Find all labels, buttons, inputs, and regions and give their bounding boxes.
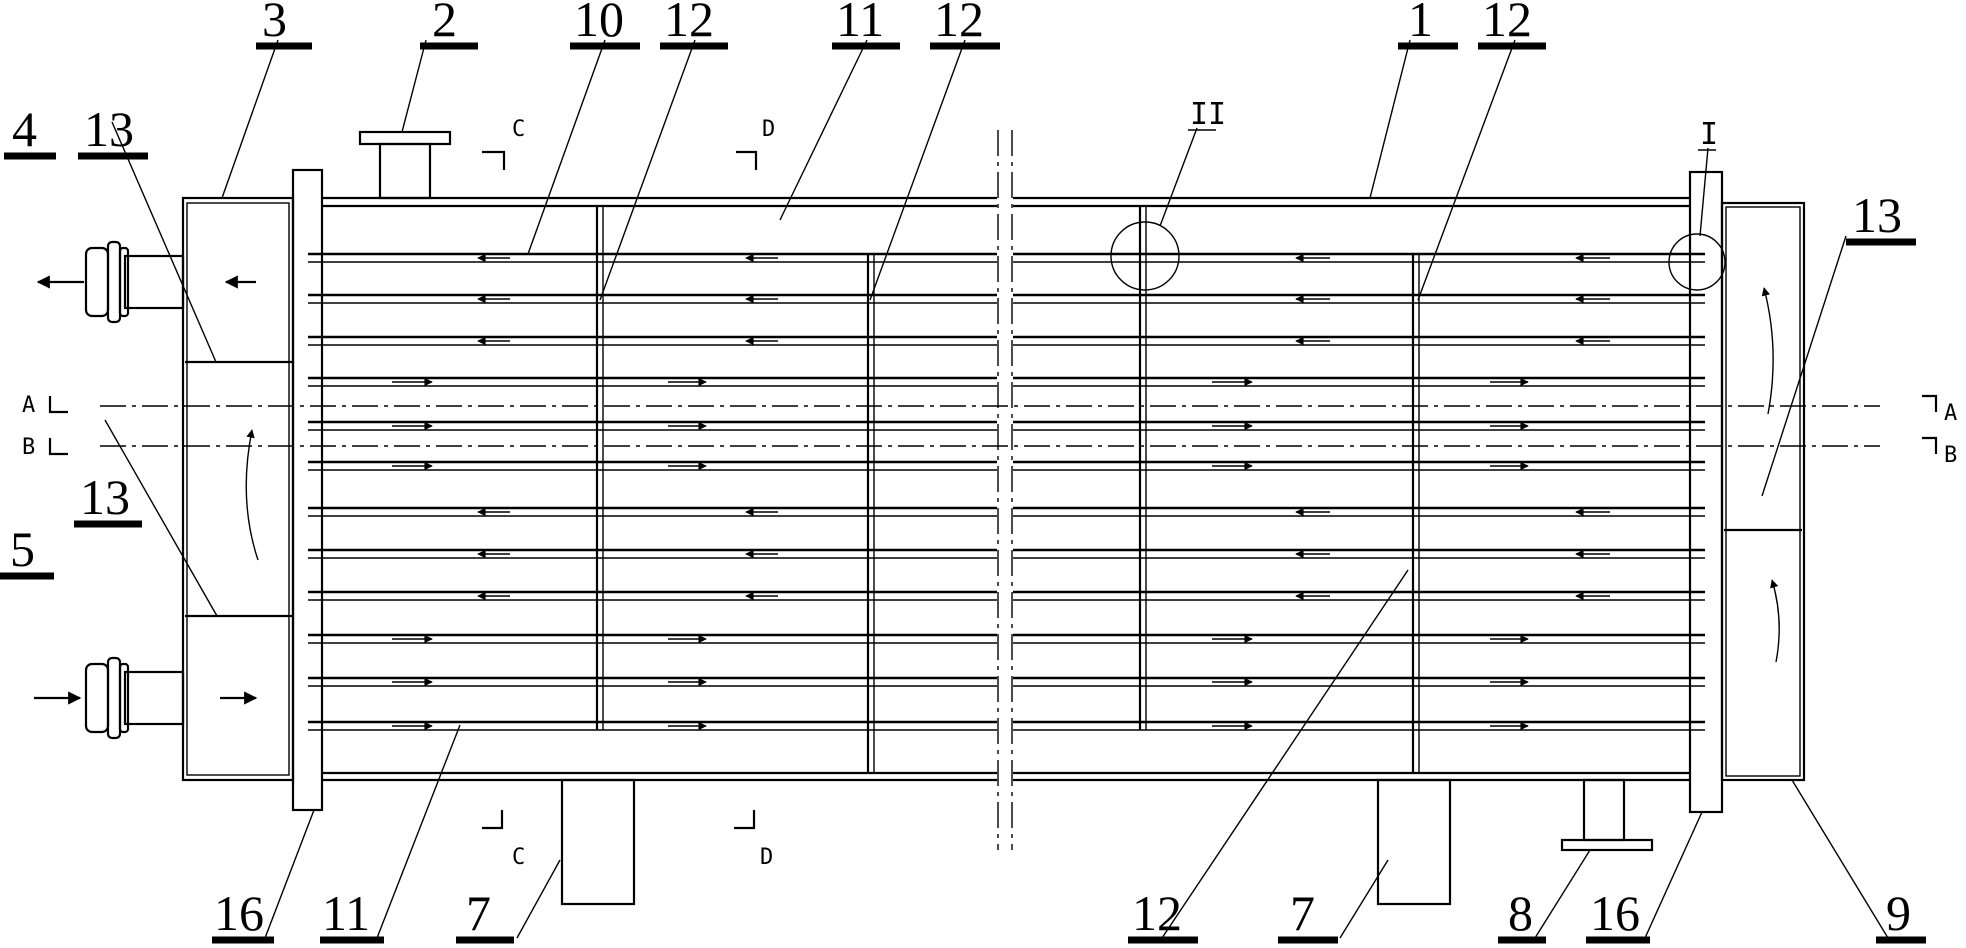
- leader-lines: [104, 39, 1889, 939]
- label-13-a-text: 13: [84, 101, 134, 157]
- label-9-text: 9: [1886, 885, 1911, 941]
- label-16-a: 16: [212, 885, 274, 944]
- label-7-a: 7: [456, 885, 514, 944]
- label-10: 10: [570, 0, 640, 50]
- label-11-b-text: 11: [322, 885, 370, 941]
- label-12-b: 12: [930, 0, 1000, 50]
- section-d-bottom: D: [760, 845, 773, 870]
- label-13-c-text: 13: [80, 469, 130, 525]
- label-7-b-text: 7: [1290, 885, 1315, 941]
- label-5-text: 5: [10, 521, 35, 577]
- label-12-a-text: 12: [664, 0, 714, 47]
- label-12-d-text: 12: [1132, 885, 1182, 941]
- baffles: [595, 206, 1420, 773]
- label-13-a: 13: [78, 101, 148, 160]
- label-16-a-text: 16: [214, 885, 264, 941]
- channel-flow-arrows: [245, 287, 1780, 663]
- label-8: 8: [1498, 885, 1546, 944]
- break-line: [997, 130, 1013, 850]
- nozzle-4: [36, 240, 256, 324]
- label-16-b: 16: [1586, 885, 1650, 944]
- label-8-text: 8: [1508, 885, 1533, 941]
- label-3: 3: [256, 0, 312, 50]
- nozzle-8: [1560, 778, 1654, 852]
- part-labels: 3 2 10 12 11 12 1 12 4 13 13 13 5 16 11 …: [0, 0, 1926, 944]
- label-12-d: 12: [1128, 885, 1198, 944]
- label-12-c: 12: [1478, 0, 1546, 50]
- section-c-top: C: [512, 117, 525, 142]
- label-2: 2: [420, 0, 478, 50]
- section-a-right: A: [1944, 401, 1957, 426]
- left-channel-box: [181, 196, 295, 782]
- label-13-c: 13: [74, 469, 142, 528]
- label-11-a: 11: [832, 0, 900, 50]
- detail-circles: [1110, 221, 1726, 291]
- label-10-text: 10: [574, 0, 624, 47]
- section-b-right: B: [1944, 443, 1957, 468]
- label-12-c-text: 12: [1482, 0, 1532, 47]
- tube-flow-arrows: [392, 253, 1610, 731]
- nozzle-2: [358, 130, 452, 200]
- label-9: 9: [1876, 885, 1926, 944]
- label-2-text: 2: [432, 0, 457, 47]
- label-12-a: 12: [660, 0, 728, 50]
- section-a-left: A: [22, 393, 35, 418]
- label-4-text: 4: [12, 101, 37, 157]
- section-lines: [48, 150, 1938, 830]
- label-3-text: 3: [262, 0, 287, 47]
- detail-labels: II I: [1188, 97, 1718, 152]
- label-1-text: 1: [1408, 0, 1433, 47]
- label-4: 4: [4, 101, 56, 160]
- label-7-b: 7: [1278, 885, 1338, 944]
- label-7-a-text: 7: [466, 885, 491, 941]
- label-16-b-text: 16: [1590, 885, 1640, 941]
- support-7-right: [1376, 778, 1452, 906]
- label-1: 1: [1398, 0, 1458, 50]
- section-d-top: D: [762, 117, 775, 142]
- support-7-left: [560, 778, 636, 906]
- label-11-b: 11: [320, 885, 384, 944]
- label-12-b-text: 12: [934, 0, 984, 47]
- nozzle-5: [34, 656, 258, 740]
- detail-2-text: II: [1190, 97, 1226, 132]
- detail-1-text: I: [1700, 117, 1718, 152]
- label-13-b: 13: [1846, 187, 1916, 246]
- section-c-bottom: C: [512, 845, 525, 870]
- label-11-a-text: 11: [836, 0, 884, 47]
- label-5: 5: [0, 521, 54, 580]
- section-b-left: B: [22, 435, 35, 460]
- section-letters: A B A B C D C D: [22, 117, 1957, 870]
- label-13-b-text: 13: [1852, 187, 1902, 243]
